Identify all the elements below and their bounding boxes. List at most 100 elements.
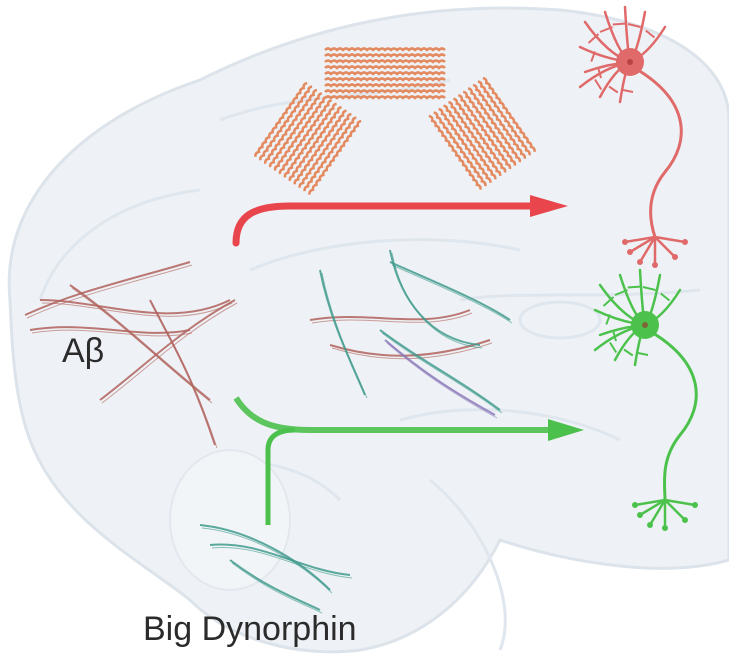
- neuron-nucleus: [627, 59, 633, 65]
- sheet-strand: [462, 90, 517, 166]
- dynorphin-fibril: [229, 559, 321, 611]
- sheet-strand: [324, 89, 446, 94]
- terminal-bouton: [647, 522, 653, 528]
- sheet-strand: [438, 107, 492, 183]
- sheet-strand: [472, 83, 527, 159]
- terminal-bouton: [622, 239, 628, 245]
- dendrite-branch: [627, 23, 641, 28]
- abeta-fibril: [101, 302, 238, 404]
- toxic-pathway-arrow: [232, 202, 544, 247]
- terminal-bouton: [637, 512, 643, 518]
- dendrite-branch: [660, 292, 671, 302]
- dynorphin-fibril: [391, 264, 513, 324]
- terminal-bouton: [627, 249, 633, 255]
- neuron-axon: [637, 68, 683, 238]
- axon-terminal: [629, 235, 656, 254]
- fibril-sheet: [428, 76, 536, 190]
- dynorphin-fibril: [389, 249, 481, 346]
- dendrite-branch: [587, 33, 600, 44]
- dendrite-branch: [612, 22, 627, 26]
- sheet-strand: [433, 111, 487, 187]
- dynorphin-fibril: [231, 562, 323, 614]
- toxic-arrowhead: [530, 195, 568, 217]
- dendrite-branch: [609, 341, 618, 354]
- axon-terminal: [638, 236, 657, 263]
- dynorphin-fibril: [211, 546, 353, 579]
- sheet-strand: [263, 88, 318, 164]
- sheet-strand: [453, 97, 507, 173]
- axon-terminal: [634, 498, 666, 507]
- mixed-fibril: [386, 342, 498, 419]
- dendrite-branch: [642, 286, 656, 291]
- axon-terminal: [664, 498, 696, 507]
- dynorphin-fibril: [319, 269, 366, 396]
- amyloid-beta-label: Aβ: [62, 332, 105, 370]
- sheet-strand: [298, 112, 352, 188]
- axon-terminal: [639, 498, 666, 517]
- mixed-fibril: [384, 339, 496, 416]
- axon-terminal: [654, 236, 676, 258]
- abeta-fibril: [29, 326, 191, 334]
- sheet-strand: [283, 102, 337, 178]
- dynorphin-fibril: [199, 524, 331, 591]
- axon-terminal: [654, 235, 686, 244]
- terminal-bouton: [672, 254, 678, 260]
- sheet-strand: [324, 83, 446, 88]
- damaged-neuron: [578, 5, 688, 268]
- terminal-bouton: [632, 502, 638, 508]
- sheet-strand: [259, 85, 313, 161]
- abeta-fibril: [31, 329, 193, 337]
- dynorphin-fibril: [389, 261, 511, 321]
- sheet-strand: [457, 94, 512, 170]
- dynorphin-pathway-arrow: [265, 427, 296, 525]
- sheet-strand: [278, 99, 333, 175]
- dendrite-branch: [623, 348, 634, 357]
- dendrite-branch: [602, 296, 615, 307]
- abeta-fibril: [99, 299, 236, 401]
- dendrite-branch: [590, 51, 596, 62]
- fibril-sheet: [324, 47, 446, 100]
- sheet-strand: [324, 53, 446, 58]
- terminal-bouton: [682, 239, 688, 245]
- axon-terminal: [648, 499, 667, 526]
- sheet-strand: [254, 81, 308, 158]
- protective-arrowhead: [548, 419, 584, 441]
- dynorphin-fibril: [381, 332, 503, 414]
- dendrite-branch: [637, 352, 649, 356]
- sheet-strand: [324, 59, 446, 64]
- dynorphin-fibril: [391, 252, 483, 349]
- sheet-strand: [308, 119, 362, 195]
- dynorphin-fibril: [209, 543, 351, 576]
- neuron-axon: [652, 331, 698, 501]
- sheet-strand: [324, 95, 446, 100]
- dendrite-branch: [645, 29, 656, 39]
- sheet-strand: [448, 100, 502, 177]
- abeta-fibril: [41, 302, 233, 317]
- terminal-bouton: [662, 525, 668, 531]
- sheet-strand: [467, 87, 522, 163]
- protective-pathway-arrow: [233, 396, 555, 433]
- dynorphin-fibril: [321, 272, 368, 399]
- abeta-fibril: [309, 309, 471, 321]
- healthy-neuron: [593, 268, 698, 531]
- dendrite-branch: [599, 26, 613, 33]
- neuron-nucleus: [642, 322, 648, 328]
- axon-terminal: [664, 499, 686, 521]
- sheet-strand: [428, 114, 482, 190]
- dendrite-branch: [594, 78, 603, 91]
- sheet-strand: [293, 109, 347, 185]
- terminal-bouton: [652, 262, 658, 268]
- abeta-fibril: [39, 299, 231, 315]
- axon-terminal: [624, 235, 656, 244]
- dynorphin-fibril: [201, 527, 333, 594]
- sheet-strand: [324, 65, 446, 70]
- dendrite-branch: [605, 314, 611, 325]
- dendrite-branch: [614, 289, 628, 296]
- brain-outline: [7, 6, 729, 654]
- sheet-strand: [324, 47, 446, 52]
- terminal-bouton: [637, 259, 643, 265]
- dendrite-branch: [622, 89, 634, 93]
- abeta-fibril: [151, 302, 218, 449]
